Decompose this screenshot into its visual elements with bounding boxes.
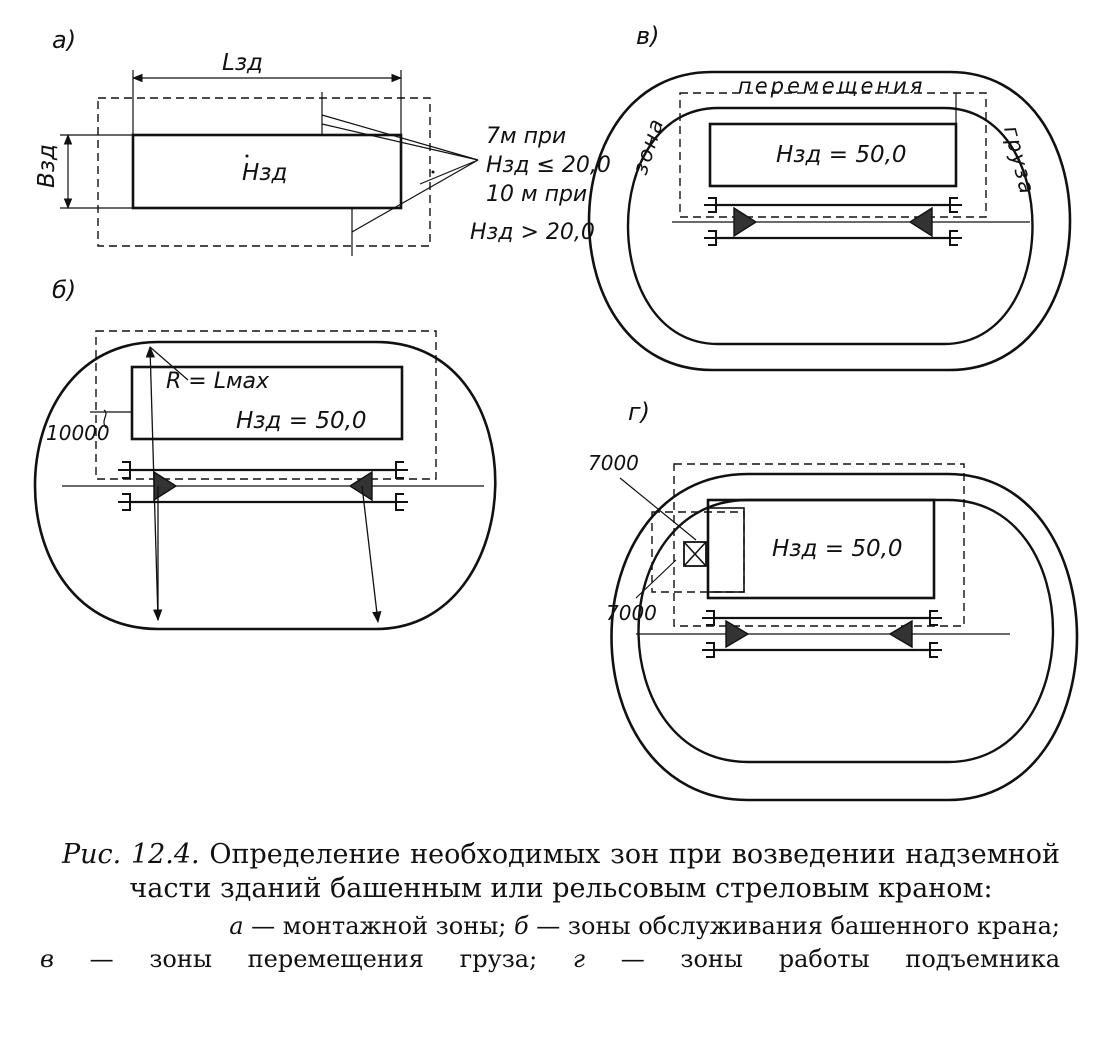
note-line-4: Hзд > 20,0 [470,220,595,245]
rail-stops-b [118,461,408,511]
caption-lead: Рис. 12.4. [62,839,200,870]
legend-row-2: в — зоны перемещения груза; г — зоны раб… [40,943,1060,976]
panel-g-label: г) [628,398,650,426]
load-movement-zone-inner [626,106,1034,346]
crane-service-zone [33,340,497,631]
hoist-symbol [683,541,707,567]
length-label: Lзд [222,50,263,76]
load-movement-zone-outer [587,70,1072,372]
radius-label: R = Lмах [166,369,270,394]
zone-label-right: груза [999,123,1039,198]
crane-left-g [725,619,750,649]
height-label-a: Hзд [242,160,287,186]
mounting-note: 7м при Hзд ≤ 20,0 10 м при Hзд > 20,0 [470,124,611,245]
height-label-g: Hзд = 50,0 [772,536,903,562]
building-rect-a [131,133,403,210]
zone-label-top: перемещения [738,74,925,98]
hoist-work-zone-inner [637,498,1055,764]
panel-b: б) R = Lмах Hзд = 50,0 10000 [33,276,497,631]
crane-right-b [348,470,373,502]
crane-right-v [908,206,933,238]
hoist-work-zone-outer [610,472,1079,802]
height-label-v: Hзд = 50,0 [776,142,907,168]
panel-v-label: в) [636,22,660,50]
panel-v: в) Hзд = 50,0 перемещения зона груза [587,22,1072,372]
legend-key-g: г [572,945,586,973]
offset-label-b: 10000 [46,421,110,445]
caption-text: Определение необходимых зон при возведен… [129,839,1060,904]
note-line-2: Hзд ≤ 20,0 [486,153,611,178]
building-rect-b [130,365,404,441]
panel-b-label: б) [52,276,76,304]
legend-text-b: — зоны обслуживания башенного крана; [528,912,1060,940]
offset-label-top: 7000 [588,451,639,475]
figure-drawing: а) Lзд Bзд Hзд 7м при Hзд ≤ 20,0 10 м пр… [33,22,1079,802]
width-label: Bзд [34,144,60,188]
legend-key-v: в [40,945,54,973]
note-line-3: 10 м при [486,182,587,207]
caption-legend: а — монтажной зоны; б — зоны обслуживани… [40,910,1060,976]
crane-left-v [733,206,758,238]
legend-key-a: а [229,912,244,940]
panel-g: г) Hзд = 50,0 7000 7000 [588,398,1079,802]
crane-left-b [153,470,178,502]
legend-text-v: — зоны перемещения груза; [53,945,573,973]
legend-text-g: — зоны работы подъемника [585,945,1061,973]
offset-label-bottom: 7000 [606,601,657,625]
crane-right-g [888,619,913,649]
panel-a-label: а) [52,26,76,54]
zone-label-left: зона [628,114,669,177]
legend-row-1: а — монтажной зоны; б — зоны обслуживани… [40,910,1060,943]
note-line-1: 7м при [486,124,566,149]
building-rect-v [708,122,958,188]
panel-a: а) Lзд Bзд Hзд 7м при Hзд ≤ 20,0 10 м пр… [34,26,611,256]
legend-key-b: б [514,912,529,940]
legend-text-a: — монтажной зоны; [243,912,515,940]
height-label-b: Hзд = 50,0 [236,408,367,434]
caption-title: Рис. 12.4. Определение необходимых зон п… [62,838,1060,906]
mounting-zone-outline [97,97,431,247]
figure-caption: Рис. 12.4. Определение необходимых зон п… [40,838,1060,976]
